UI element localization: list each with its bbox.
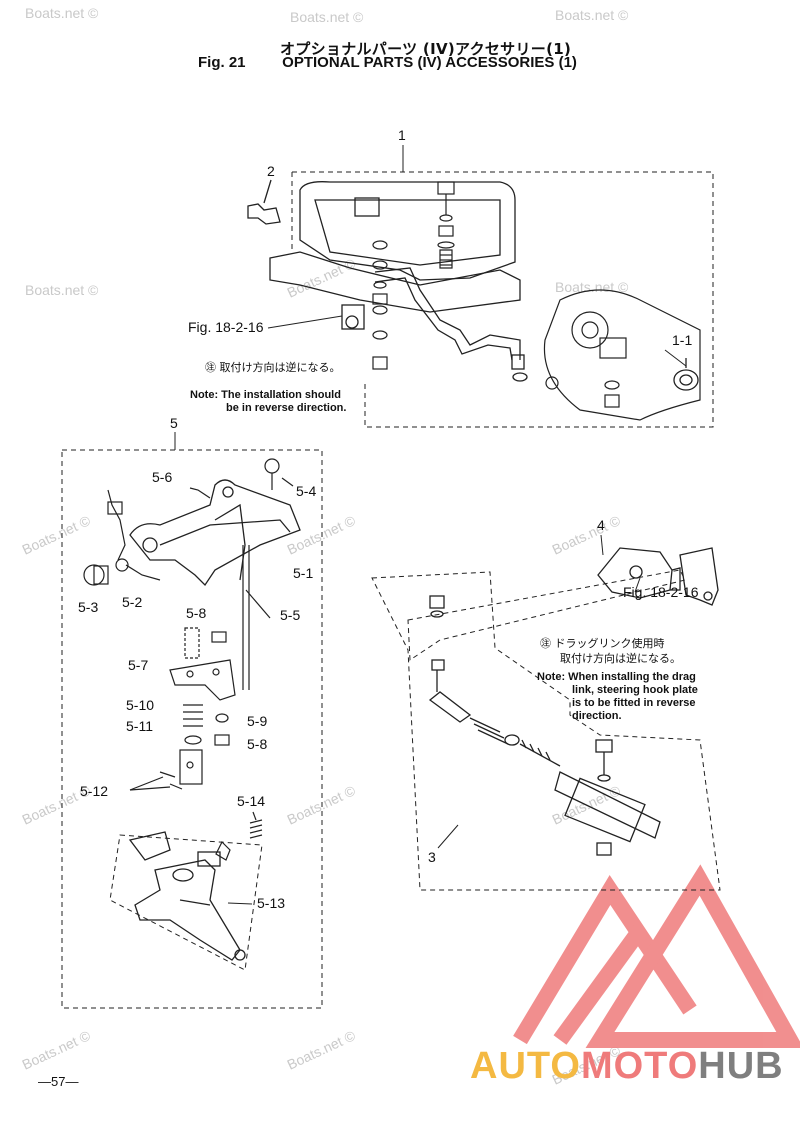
callout-5-11: 5-11 xyxy=(126,718,153,734)
note-right-japanese-1: ㊟ ドラッグリンク使用時 xyxy=(540,636,665,650)
assembly-5-outline xyxy=(61,449,323,1009)
bolt-stack xyxy=(372,181,455,370)
callout-5-2: 5-2 xyxy=(122,594,142,610)
rod-5-5 xyxy=(242,545,271,690)
watermark: Boats.net © xyxy=(290,9,364,25)
callout-5-12: 5-12 xyxy=(80,783,108,799)
leader-line xyxy=(267,315,343,329)
bracket-frame-1 xyxy=(269,181,521,330)
fitting-2 xyxy=(247,179,281,225)
engine-mount-1 xyxy=(543,289,701,421)
note-top-line1: Note: The installation should xyxy=(190,389,341,401)
steering-hook-plate-4 xyxy=(597,547,681,599)
fig-reference-top: Fig. 18-2-16 xyxy=(188,319,264,335)
note-right-japanese-2: 取付け方向は逆になる。 xyxy=(560,651,681,665)
note-right-line4: direction. xyxy=(572,710,622,722)
watermark: Boats.net © xyxy=(550,512,624,558)
parts-5-7-to-5-11 xyxy=(169,627,236,785)
callout-5: 5 xyxy=(170,415,178,431)
callout-5-14: 5-14 xyxy=(237,793,265,809)
parts-5-2-5-3 xyxy=(83,489,161,586)
note-top-line2: be in reverse direction. xyxy=(226,402,346,414)
callout-1: 1 xyxy=(398,127,406,143)
note-right-line1: Note: When installing the drag xyxy=(537,671,696,683)
logo-part-auto: AUTO xyxy=(470,1045,581,1087)
bracket-5-1 xyxy=(129,479,301,587)
watermark: Boats.net © xyxy=(20,1027,94,1073)
page-number: —57— xyxy=(38,1074,79,1089)
callout-4: 4 xyxy=(597,517,605,533)
leader-line xyxy=(664,349,687,367)
title-japanese: オプショナルパーツ (IV)アクセサリー(1) xyxy=(280,40,572,58)
leader-line xyxy=(227,902,253,905)
parts-5-4-5-6 xyxy=(189,458,294,499)
fig-reference-right: Fig. 18-2-16 xyxy=(623,584,699,600)
watermark: Boats.net © xyxy=(20,512,94,558)
steering-rod xyxy=(374,267,528,382)
note-right-line2: link, steering hook plate xyxy=(572,684,698,696)
note-right-line3: is to be fitted in reverse xyxy=(572,697,695,709)
logo-part-hub: HUB xyxy=(698,1045,784,1087)
ref-bracket-right xyxy=(679,547,719,606)
leader-line xyxy=(600,534,604,556)
watermark: Boats.net © xyxy=(285,1027,359,1073)
callout-3: 3 xyxy=(428,849,436,865)
pins-5-12 xyxy=(129,771,183,791)
callout-5-13: 5-13 xyxy=(257,895,285,911)
figure-label: Fig. 21 xyxy=(198,54,246,71)
watermark: Boats.net © xyxy=(555,7,629,23)
leader-line xyxy=(437,824,459,849)
assembly-1-outline xyxy=(291,171,714,428)
spring-5-14 xyxy=(215,811,263,861)
logo-part-moto: MOTO xyxy=(580,1045,699,1087)
leader-line xyxy=(634,577,641,593)
watermarks: Boats.net © Boats.net © Boats.net © Boat… xyxy=(20,5,630,1088)
callout-5-9: 5-9 xyxy=(247,713,267,729)
title-english: OPTIONAL PARTS (IV) ACCESSORIES (1) xyxy=(282,54,577,71)
drag-link-rod-3 xyxy=(428,595,661,856)
callout-5-4: 5-4 xyxy=(296,483,316,499)
watermark: Boats.net © xyxy=(285,782,359,828)
assembly-3-outline xyxy=(371,571,721,891)
callout-5-5: 5-5 xyxy=(280,607,300,623)
callout-5-7: 5-7 xyxy=(128,657,148,673)
title-row: Fig. 21 OPTIONAL PARTS (IV) ACCESSORIES … xyxy=(198,54,577,71)
callout-5-8-lower: 5-8 xyxy=(247,736,267,752)
automotohub-logo-text: AUTOMOTOHUB xyxy=(470,1045,784,1088)
callout-5-1: 5-1 xyxy=(293,565,313,581)
watermark: Boats.net © xyxy=(285,255,359,301)
callout-5-3: 5-3 xyxy=(78,599,98,615)
callout-1-1: 1-1 xyxy=(672,332,692,348)
hook-assembly-5-13 xyxy=(109,831,263,971)
callout-5-10: 5-10 xyxy=(126,697,154,713)
callout-5-8-upper: 5-8 xyxy=(186,605,206,621)
bushing-1-1 xyxy=(673,358,699,391)
callout-2: 2 xyxy=(267,163,275,179)
automotohub-logo-mark xyxy=(513,864,800,1048)
watermark: Boats.net © xyxy=(25,5,99,21)
callout-5-6: 5-6 xyxy=(152,469,172,485)
note-top-japanese: ㊟ 取付け方向は逆になる。 xyxy=(205,360,341,374)
watermark: Boats.net © xyxy=(25,282,99,298)
